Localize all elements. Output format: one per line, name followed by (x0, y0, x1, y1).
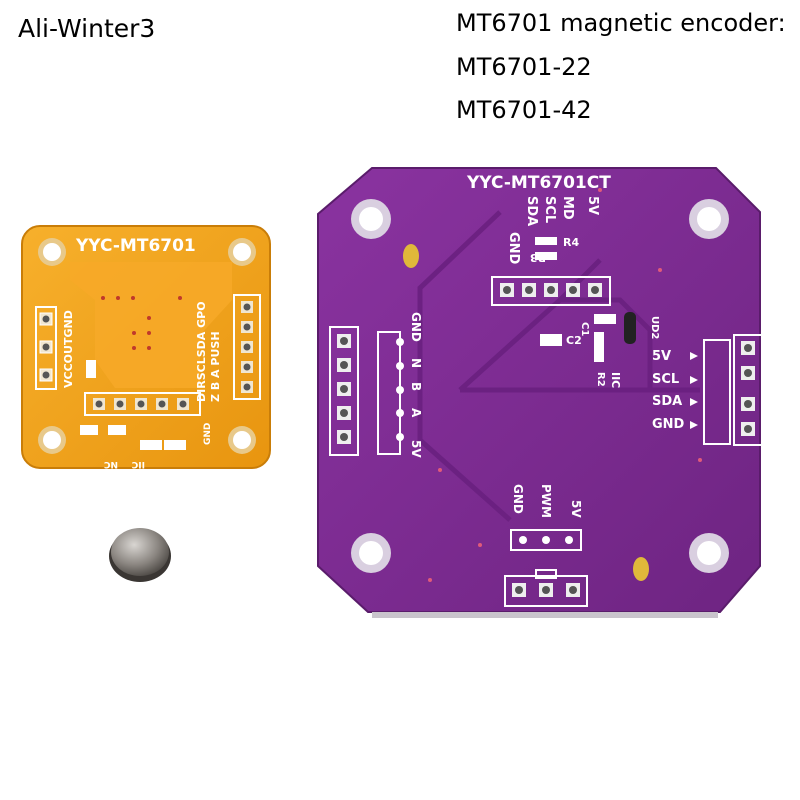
pin-label-out: OUT (62, 337, 75, 363)
pin-label-gnd: GND (62, 310, 75, 337)
pin-pad-icon (500, 283, 602, 297)
mount-hole-icon (351, 199, 729, 573)
pin-label-a-left: A (409, 408, 423, 418)
label-c2: C2 (566, 334, 582, 347)
pin-label-5v-right: 5V (652, 349, 671, 364)
pin-label-md-top: MD (560, 196, 575, 220)
pin-label-5v-top: 5V (585, 196, 600, 215)
pin-label-gnd-right: GND (652, 417, 685, 432)
pin-label-5v-left: 5V (409, 440, 423, 458)
label-iic: IIC (131, 459, 145, 469)
label-iic: IIC (609, 372, 622, 388)
pin-label-sda-top: SDA (524, 196, 539, 226)
pin-label-sda: SDA (195, 331, 208, 357)
pin-label-dir: DIR (195, 380, 208, 402)
pin-label-sda-right: SDA (652, 394, 682, 409)
caption-line-3: MT6701-42 (456, 96, 592, 124)
pin-label-scl-top: SCL (542, 196, 557, 223)
caption-line-1: MT6701 magnetic encoder: (456, 9, 786, 37)
magnet-disc (109, 528, 171, 582)
label-c1: C1 (579, 322, 590, 336)
pin-label-gpo: GPO (195, 301, 208, 327)
orange-board: YYC-MT6701 VCCOUTGND DIRSCLSDA GPO (21, 225, 271, 469)
svg-text:VCCOUTGND: VCCOUTGND (62, 310, 75, 388)
pin-label-gnd-bottom: GND (511, 484, 525, 514)
pin-pad-icon (337, 334, 351, 444)
pin-pad-icon (93, 398, 189, 410)
pin-pad-icon (241, 301, 253, 393)
label-r2: R2 (595, 372, 606, 387)
brand-watermark: Ali-Winter3 (18, 14, 156, 43)
pin-label-vcc: VCC (62, 363, 75, 388)
pin-pad-icon (741, 341, 755, 436)
purple-board: YYC-MT6701CT GND SDA SCL MD 5V R4 R3 C1 … (317, 167, 763, 618)
pin-label-push: PUSH (209, 331, 222, 365)
label-r4: R4 (563, 236, 579, 249)
pin-label-z: Z (209, 394, 222, 402)
svg-text:Z B A PUSH: Z B A PUSH (209, 331, 222, 402)
label-r3: R3 (530, 251, 546, 264)
pin-label-scl-right: SCL (652, 372, 679, 387)
pin-pad-icon (512, 583, 580, 597)
orange-board-title: YYC-MT6701 (75, 236, 196, 256)
pin-label-gnd-top: GND (506, 232, 521, 265)
pin-label-n-left: N (409, 358, 423, 368)
pin-label-5v-bottom: 5V (569, 500, 583, 518)
pin-label-b-left: B (409, 382, 423, 391)
pin-label-pwm-bottom: PWM (539, 484, 553, 518)
label-nc: NC (103, 459, 118, 469)
pin-label-scl: SCL (195, 357, 208, 380)
caption-line-2: MT6701-22 (456, 53, 592, 81)
pin-label-a: A (209, 369, 222, 378)
pin-label-b: B (209, 382, 222, 390)
mount-hole-icon (38, 238, 256, 454)
label-gnd-bottom: GND (203, 423, 213, 445)
pin-label-gnd-left: GND (409, 312, 423, 342)
svg-text:DIRSCLSDA GPO: DIRSCLSDA GPO (195, 301, 208, 402)
pin-pad-icon (39, 312, 53, 382)
purple-board-title: YYC-MT6701CT (466, 173, 611, 193)
label-ud2: UD2 (649, 316, 660, 339)
